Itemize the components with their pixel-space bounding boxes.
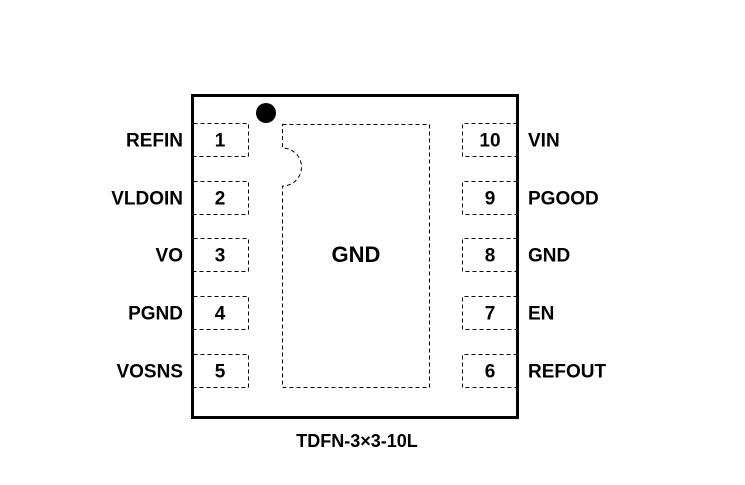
pin-number: 6	[485, 362, 496, 383]
pin1-dot-icon	[256, 103, 276, 123]
package-body	[191, 94, 519, 419]
pin-pad	[193, 181, 249, 215]
right-pin-group: 10 VIN 9 PGOOD 8 GND 7 EN 6 REFOUT	[462, 123, 607, 388]
pin-10: 10 VIN	[462, 123, 560, 157]
pin-5: 5 VOSNS	[116, 354, 249, 388]
pin-4: 4 PGND	[128, 296, 249, 330]
pin-pad	[193, 354, 249, 388]
pin-1: 1 REFIN	[126, 123, 249, 157]
pin-name: VO	[156, 246, 183, 267]
pin-number: 5	[215, 362, 226, 383]
pin-number: 2	[215, 189, 226, 210]
pin-9: 9 PGOOD	[462, 181, 599, 215]
pin-pad	[462, 181, 518, 215]
pin-7: 7 EN	[462, 296, 554, 330]
pin-pad	[193, 123, 249, 157]
left-pin-group: 1 REFIN 2 VLDOIN 3 VO 4 PGND 5 VOSNS	[111, 123, 249, 388]
pin-8: 8 GND	[462, 238, 570, 272]
pin-pad	[462, 123, 518, 157]
pin-number: 4	[215, 304, 226, 325]
pin-name: REFIN	[126, 131, 183, 152]
pin-name: VOSNS	[116, 362, 183, 383]
pin-name: VIN	[528, 131, 560, 152]
pin-pad	[193, 296, 249, 330]
pin-number: 3	[215, 246, 226, 267]
pin-number: 1	[215, 131, 226, 152]
pin-name: PGOOD	[528, 189, 599, 210]
exposed-pad	[282, 124, 430, 388]
pin-6: 6 REFOUT	[462, 354, 607, 388]
pin-number: 10	[479, 131, 500, 152]
pin-pad	[193, 238, 249, 272]
pin-pad	[462, 238, 518, 272]
pin-name: PGND	[128, 304, 183, 325]
pin-name: VLDOIN	[111, 189, 183, 210]
pin-3: 3 VO	[156, 238, 249, 272]
pin-2: 2 VLDOIN	[111, 181, 249, 215]
pin-pad	[462, 354, 518, 388]
pin-name: REFOUT	[528, 362, 607, 383]
pin-pad	[462, 296, 518, 330]
pin-number: 7	[485, 304, 496, 325]
pin-name: EN	[528, 304, 554, 325]
package-caption: TDFN-3×3-10L	[296, 431, 418, 451]
pin-name: GND	[528, 246, 570, 267]
pin-number: 9	[485, 189, 496, 210]
exposed-pad-label: GND	[332, 242, 381, 267]
pin-number: 8	[485, 246, 496, 267]
